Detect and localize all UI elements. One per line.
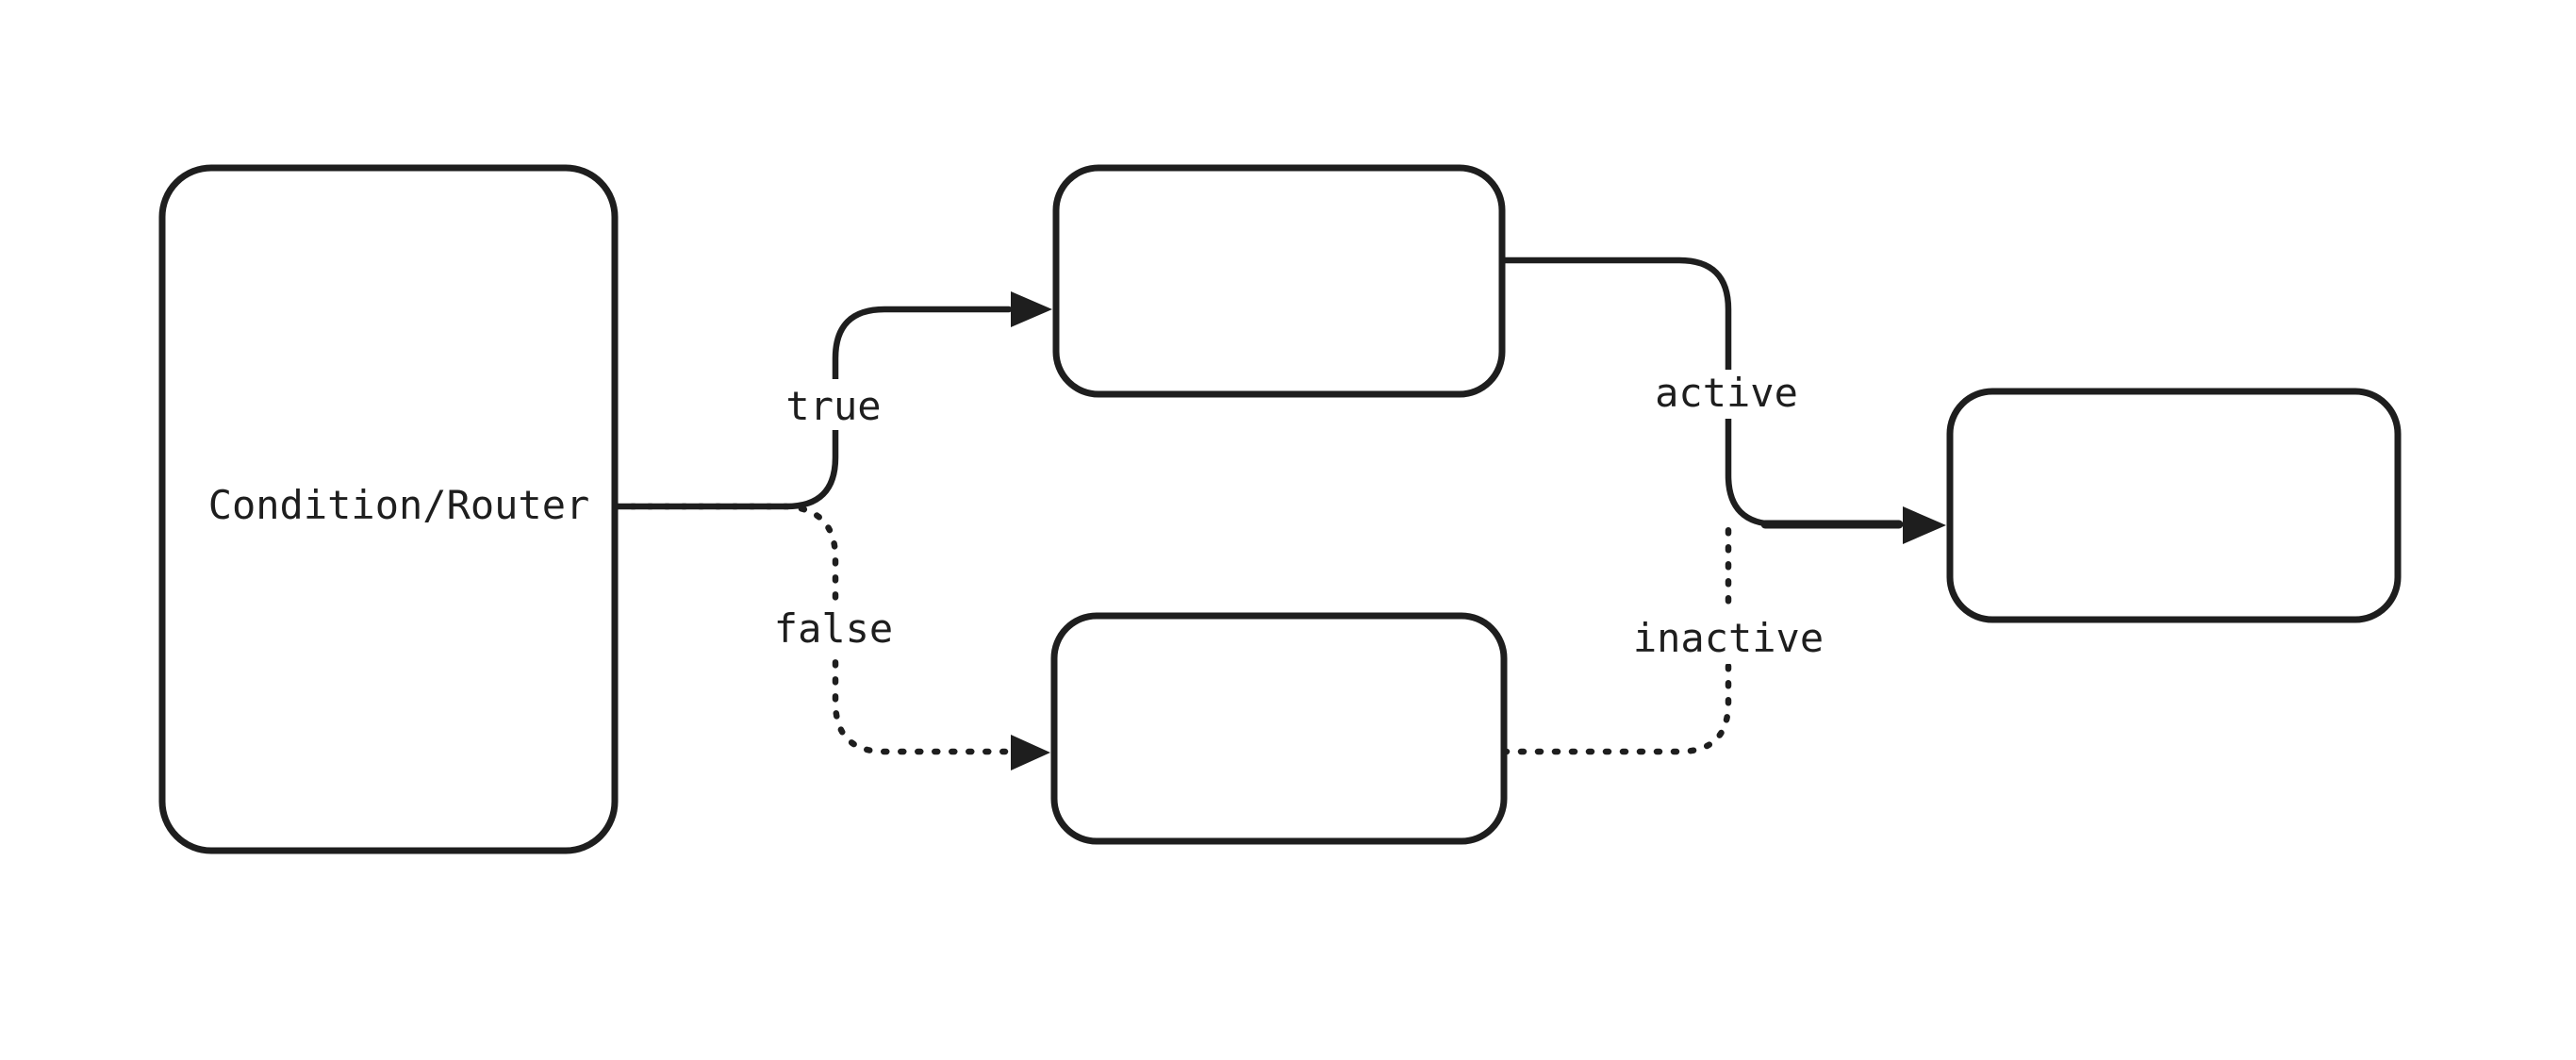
edges-layer: [611, 257, 1946, 770]
edge-false-label-mask: [764, 604, 903, 654]
labels-layer: Condition/Router true false active inact…: [208, 370, 1824, 661]
edge-false-label: false: [774, 605, 893, 652]
edge-inactive-label-mask: [1624, 611, 1835, 664]
edge-inactive: [1500, 524, 1732, 755]
condition-router-node: [158, 164, 619, 854]
edge-true-label: true: [785, 383, 881, 429]
false-branch-node: [1050, 612, 1508, 845]
condition-router-label: Condition/Router: [208, 482, 590, 528]
edge-active-arrowhead: [1903, 506, 1946, 544]
edge-true-label-mask: [771, 379, 898, 430]
edge-inactive-label: inactive: [1633, 615, 1824, 661]
edge-active-label-mask: [1648, 370, 1807, 419]
edge-active-label: active: [1655, 370, 1798, 416]
true-branch-node: [1052, 164, 1506, 398]
nodes-layer: [158, 164, 2402, 854]
label-masks-layer: [764, 370, 1835, 664]
edge-true-arrowhead: [1011, 291, 1052, 327]
output-node: [1946, 388, 2402, 623]
edge-false-arrowhead: [1011, 735, 1050, 770]
